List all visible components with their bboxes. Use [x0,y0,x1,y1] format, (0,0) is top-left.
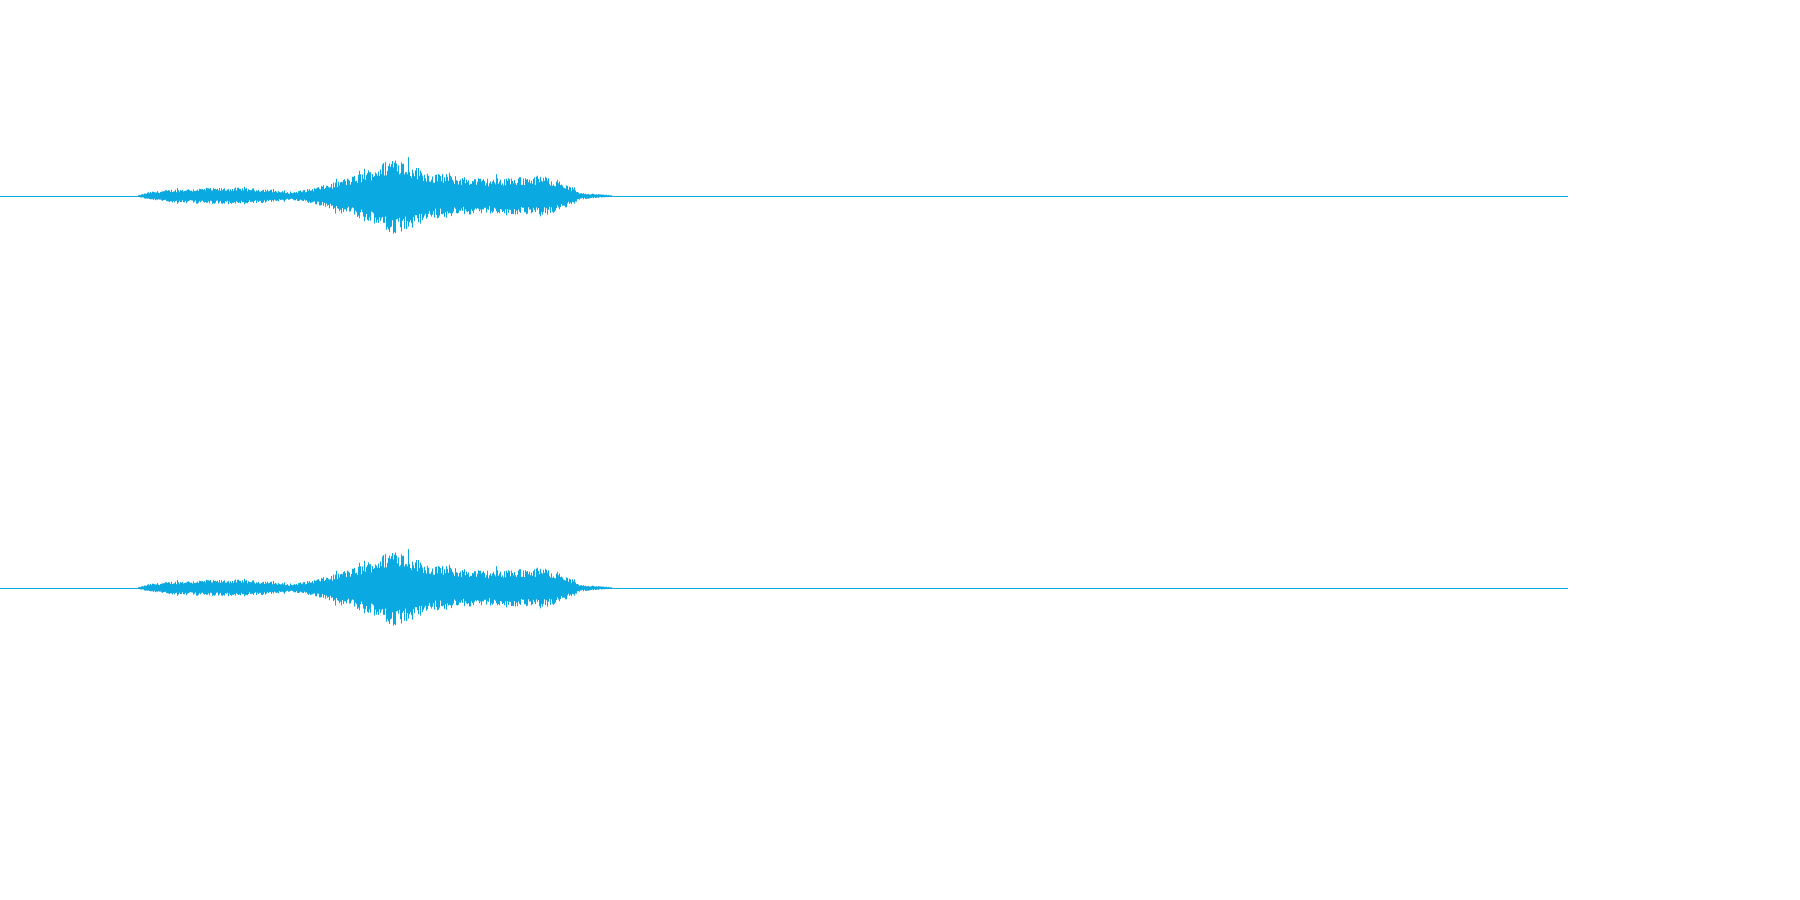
channel-2-signal [138,549,612,626]
channel-1-waveform [0,157,1568,234]
channel-2-waveform [0,549,1568,626]
waveform-view [0,157,1568,626]
channel-1-signal [138,157,612,234]
waveform-canvas [0,157,1568,626]
